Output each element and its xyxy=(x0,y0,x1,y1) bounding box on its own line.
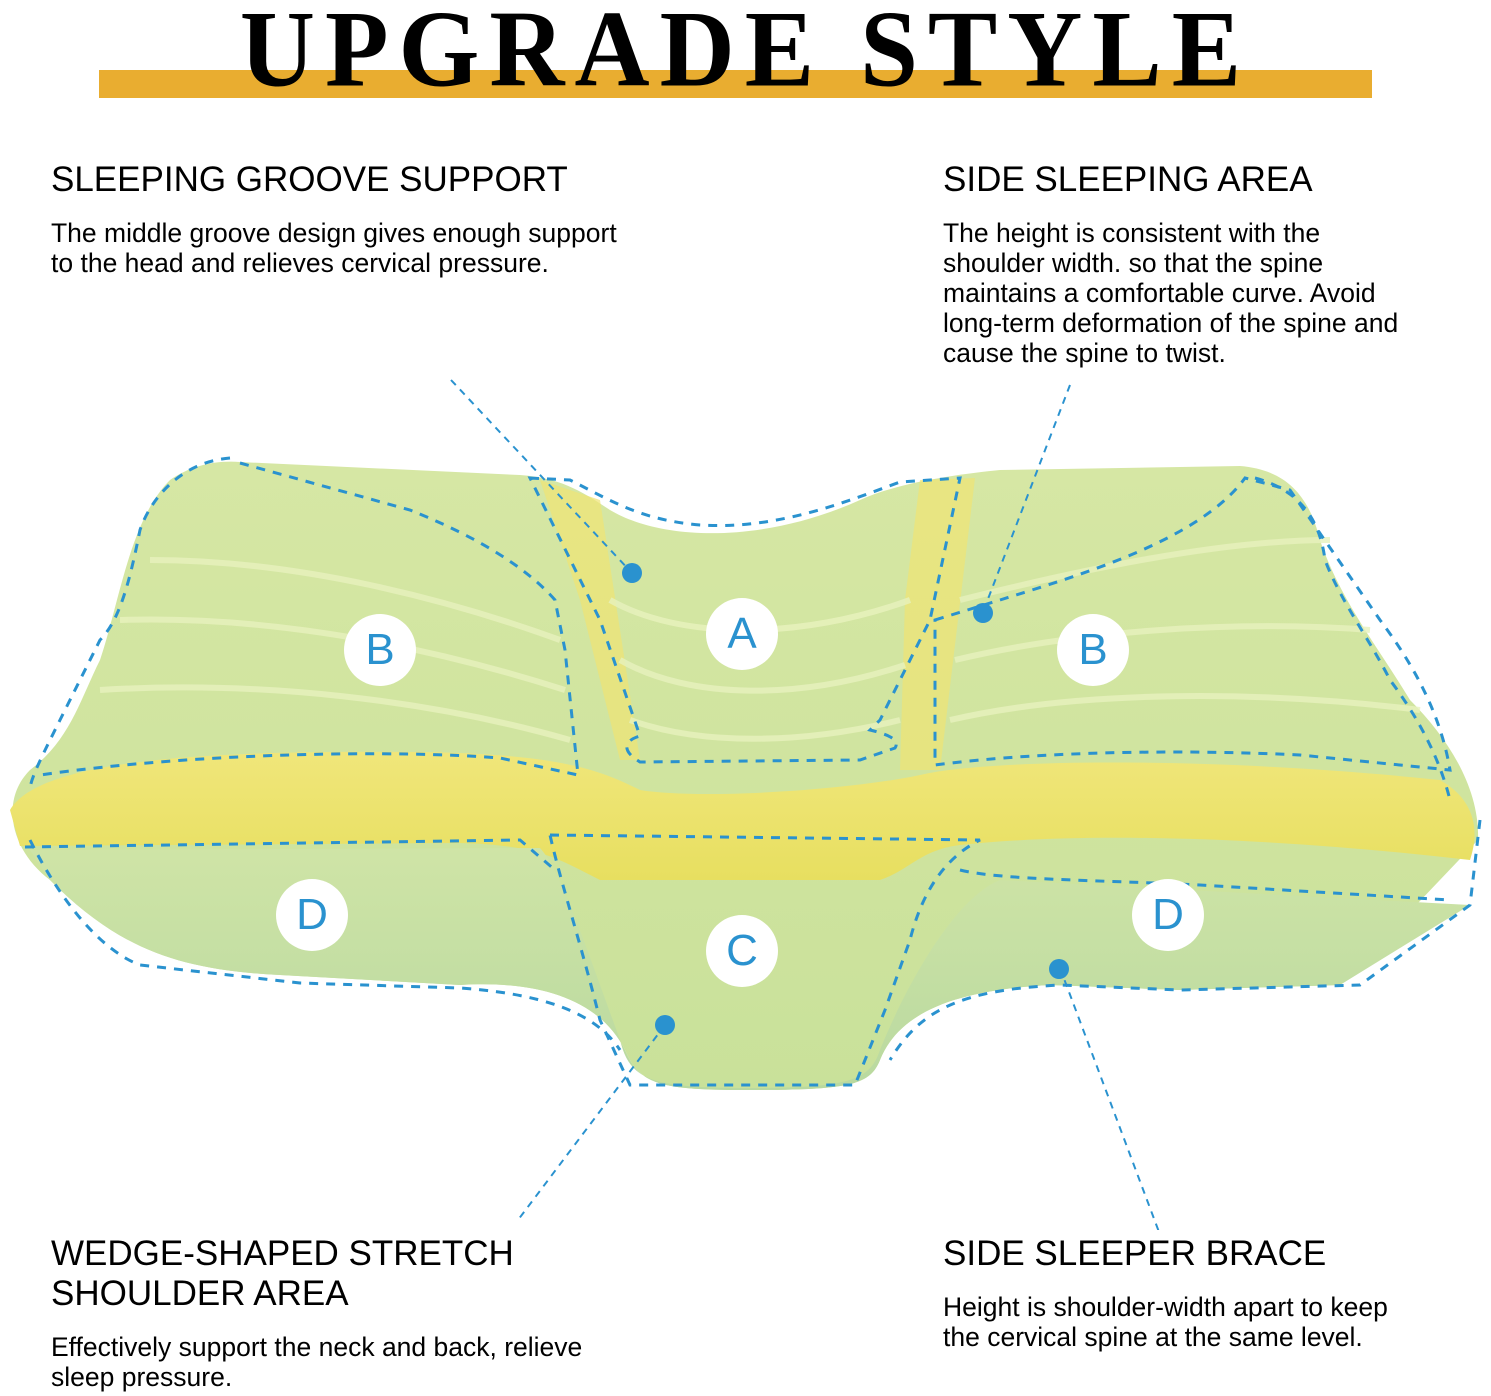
leader-dot-d xyxy=(1049,959,1069,979)
leader-lines xyxy=(450,379,1163,1241)
pillow-front-face xyxy=(30,848,1470,1090)
feature-wedge-shoulder-area: WEDGE-SHAPED STRETCH SHOULDER AREA Effec… xyxy=(51,1234,611,1392)
feature-description: The middle groove design gives enough su… xyxy=(51,218,617,278)
zone-outlines xyxy=(24,456,1482,1087)
pillow-ridge xyxy=(10,751,1475,880)
feature-heading: SLEEPING GROOVE SUPPORT xyxy=(51,160,568,199)
zone-badge-c: C xyxy=(706,915,778,987)
zone-badge-d-right: D xyxy=(1132,879,1204,951)
zone-badge-b-left: B xyxy=(344,614,416,686)
page-title: UPGRADE STYLE xyxy=(239,0,1252,110)
leader-dot-b xyxy=(973,603,993,623)
feature-side-sleeping-area: SIDE SLEEPING AREA The height is consist… xyxy=(943,160,1413,368)
feature-heading: WEDGE-SHAPED STRETCH SHOULDER AREA xyxy=(51,1234,514,1313)
pillow-illustration xyxy=(10,379,1482,1241)
feature-description: The height is consistent with the should… xyxy=(943,218,1399,368)
leader-dot-a xyxy=(622,563,642,583)
title-accent-bar xyxy=(99,70,1372,98)
zone-badge-d-left: D xyxy=(276,879,348,951)
feature-heading: SIDE SLEEPER BRACE xyxy=(943,1234,1327,1273)
leader-dot-c xyxy=(655,1015,675,1035)
leader-dots xyxy=(622,563,1069,1035)
pillow-channel-right xyxy=(900,478,975,770)
zone-badge-b-right: B xyxy=(1057,614,1129,686)
feature-description: Effectively support the neck and back, r… xyxy=(51,1332,583,1392)
zone-badge-a: A xyxy=(706,598,778,670)
feature-side-sleeper-brace: SIDE SLEEPER BRACE Height is shoulder-wi… xyxy=(943,1234,1443,1352)
feature-heading: SIDE SLEEPING AREA xyxy=(943,160,1313,199)
feature-sleeping-groove-support: SLEEPING GROOVE SUPPORT The middle groov… xyxy=(51,160,631,278)
pillow-diagram: A B B C D D xyxy=(0,370,1491,1241)
feature-description: Height is shoulder-width apart to keep t… xyxy=(943,1292,1388,1352)
